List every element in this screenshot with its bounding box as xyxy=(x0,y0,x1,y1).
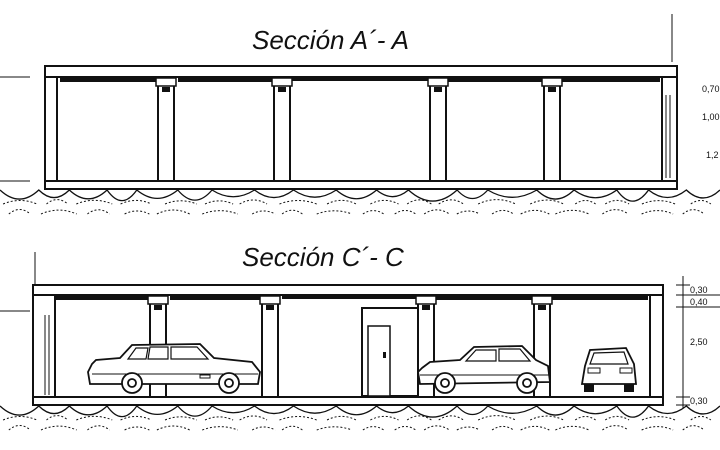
wall-left-top xyxy=(44,76,58,182)
roof-slab-top xyxy=(44,65,678,78)
dim-top-3: 1,2 xyxy=(706,150,719,160)
dim-top-2: 1,00 xyxy=(702,112,720,122)
floor-slab-top xyxy=(44,180,678,190)
ground-terrain-bottom xyxy=(0,405,720,431)
ceiling-shading-bottom xyxy=(55,295,648,300)
columns-top xyxy=(155,77,563,182)
car-sedan xyxy=(87,343,261,394)
column xyxy=(155,77,177,182)
section-a-a: Sección A´- A 0,70 1,00 1,2 xyxy=(0,14,720,215)
section-a-a-title: Sección A´- A xyxy=(252,25,409,55)
column xyxy=(271,77,293,182)
wall-left-bottom xyxy=(32,294,56,398)
wall-right-bottom xyxy=(649,294,664,398)
dim-bottom-4: 0,30 xyxy=(690,396,708,406)
car-rear-view xyxy=(580,347,637,392)
roof-slab-bottom xyxy=(32,284,664,296)
floor-slab-bottom xyxy=(32,396,664,406)
door xyxy=(361,307,419,397)
dim-bottom-1: 0,30 xyxy=(690,285,708,295)
ceiling-shading-top xyxy=(60,77,660,82)
column xyxy=(541,77,563,182)
column xyxy=(427,77,449,182)
section-c-c: Sección C´- C xyxy=(0,242,720,431)
section-c-c-title: Sección C´- C xyxy=(242,242,404,272)
dimension-line-bottom xyxy=(676,276,720,408)
ground-terrain-top xyxy=(0,189,720,215)
dim-bottom-2: 0,40 xyxy=(690,297,708,307)
dim-bottom-3: 2,50 xyxy=(690,337,708,347)
dim-top-1: 0,70 xyxy=(702,84,720,94)
car-hatchback xyxy=(417,345,552,394)
column xyxy=(259,295,281,398)
